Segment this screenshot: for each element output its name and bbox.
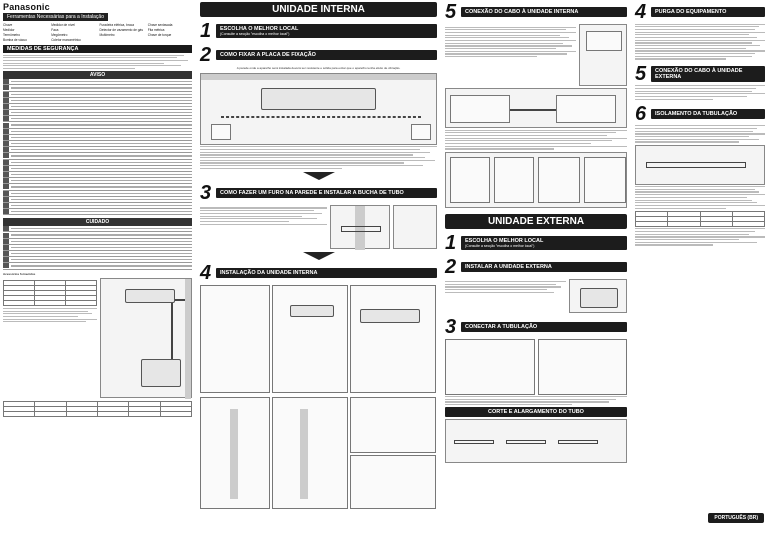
pipe-length-table [2, 401, 193, 418]
outdoor-step-1: 1 ESCOLHA O MELHOR LOCAL(Consulte a secç… [445, 233, 627, 253]
tool-item: Detector de vazamento de gás [99, 28, 143, 32]
tool-item: Fita métrica [147, 28, 165, 32]
indoor-step-1: 1 ESCOLHA O MELHOR LOCAL(Consulte a secç… [200, 21, 437, 41]
safety-intro-text [3, 54, 192, 70]
cut-flare-diagram [445, 419, 627, 464]
indoor-install-grid [200, 284, 437, 513]
indoor-unit-title: UNIDADE INTERNA [200, 2, 437, 17]
wiring-diagram [445, 88, 627, 128]
accessories-table [3, 280, 97, 307]
indoor-step-2: 2 COMO FIXAR A PLACA DE FIXAÇÃO [200, 45, 437, 65]
purge-insulation-column: 4 PURGA DO EQUIPAMENTO 5 CONEXÃO DO CABO… [632, 0, 768, 543]
outdoor-unit-title: UNIDADE EXTERNA [445, 213, 627, 229]
cut-and-flare-step: CORTE E ALARGAMENTO DO TUBO [445, 407, 627, 418]
tool-item: Furadeira elétrica, broca [99, 23, 135, 27]
outdoor-step-2: 2 INSTALAR A UNIDADE EXTERNA [445, 257, 627, 277]
aviso-banner: AVISO [3, 71, 192, 80]
flare-nut-panel [537, 338, 627, 395]
down-arrow-icon [302, 171, 335, 180]
insulation-step: 6 ISOLAMENTO DA TUBULAÇÃO [635, 104, 765, 124]
cable-routing-diagram [445, 151, 627, 208]
connection-column: 5 CONEXÃO DO CABO À UNIDADE INTERNA UNID… [442, 0, 630, 543]
down-arrow-icon [302, 251, 335, 260]
terminal-board-diagram [579, 24, 627, 86]
tools-title: Ferramentas Necessárias para a Instalaçã… [3, 13, 108, 21]
tool-item: Chave [3, 23, 13, 27]
indoor-step-3: 3 COMO FAZER UM FURO NA PAREDE E INSTALA… [200, 183, 437, 203]
safety-column: Panasonic Ferramentas Necessárias para a… [0, 0, 195, 543]
outdoor-step-3: 3 CONECTAR A TUBULAÇÃO [445, 317, 627, 337]
tool-item: Medidor [3, 28, 15, 32]
indoor-unit-column: UNIDADE INTERNA 1 ESCOLHA O MELHOR LOCAL… [197, 0, 440, 543]
cable-indoor-step: 5 CONEXÃO DO CABO À UNIDADE INTERNA [445, 2, 627, 22]
safety-title: MEDIDAS DE SEGURANÇA [3, 45, 192, 53]
tools-list: Chave Medidor de nível Furadeira elétric… [3, 23, 192, 42]
tool-item: Medidor de nível [51, 23, 75, 27]
tool-item: Termômetro [3, 33, 21, 37]
brand-logo: Panasonic [3, 2, 50, 12]
wall-sleeve-diagram [330, 204, 390, 250]
tool-item: Multímetro [99, 33, 115, 37]
insulation-diagram [635, 144, 765, 185]
language-badge: PORTUGUÊS (BR) [708, 513, 764, 523]
drill-angle-diagram [393, 204, 437, 249]
tool-item: Faca [51, 28, 59, 32]
aviso-list [3, 79, 192, 216]
cable-outdoor-step: 5 CONEXÃO DO CABO À UNIDADE EXTERNA [635, 64, 765, 84]
outdoor-mount-diagram [569, 278, 627, 313]
mount-plate-caption: A parede onde a aparelho será instalada … [236, 66, 401, 70]
indoor-step-4: 4 INSTALAÇÃO DA UNIDADE INTERNA [200, 263, 437, 283]
purge-step: 4 PURGA DO EQUIPAMENTO [635, 2, 765, 22]
tool-item: Chave sextavada [147, 23, 173, 27]
tool-item: Megômetro [51, 33, 68, 37]
check-table [634, 210, 766, 227]
cuidado-list [3, 226, 192, 270]
cuidado-banner: CUIDADO [3, 218, 192, 227]
tool-item: Bomba de vácuo [3, 38, 27, 42]
tool-item: Coletor manométrico [51, 38, 81, 42]
mount-plate-diagram [200, 72, 437, 145]
installation-overview-diagram [100, 278, 192, 400]
wall-hole-area [200, 204, 437, 250]
pipe-connection-panel [445, 338, 535, 395]
tool-item: Chave de torque [147, 33, 172, 37]
accessories-title: Acessórios fornecidos [3, 271, 36, 276]
accessories-area [3, 278, 192, 400]
